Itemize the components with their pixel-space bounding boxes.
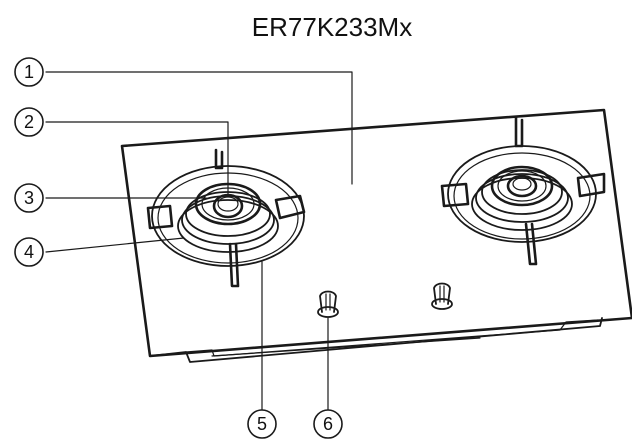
svg-text:1: 1 bbox=[24, 62, 34, 82]
leader-lines bbox=[45, 71, 353, 411]
callout-6: 6 bbox=[313, 409, 343, 439]
model-title: ER77K233Mx bbox=[252, 12, 412, 42]
svg-text:4: 4 bbox=[24, 242, 34, 262]
glass-top-plate bbox=[120, 108, 632, 363]
right-burner bbox=[440, 116, 606, 266]
callout-3: 3 bbox=[14, 183, 44, 213]
callout-2: 2 bbox=[14, 107, 44, 137]
callout-5: 5 bbox=[247, 409, 277, 439]
left-control-knob bbox=[317, 290, 339, 318]
svg-text:2: 2 bbox=[24, 112, 34, 132]
callout-4: 4 bbox=[14, 237, 44, 267]
svg-text:3: 3 bbox=[24, 188, 34, 208]
callout-1: 1 bbox=[14, 57, 44, 87]
svg-text:5: 5 bbox=[257, 414, 267, 434]
left-burner bbox=[146, 148, 306, 288]
right-control-knob bbox=[431, 282, 453, 310]
svg-text:6: 6 bbox=[323, 414, 333, 434]
